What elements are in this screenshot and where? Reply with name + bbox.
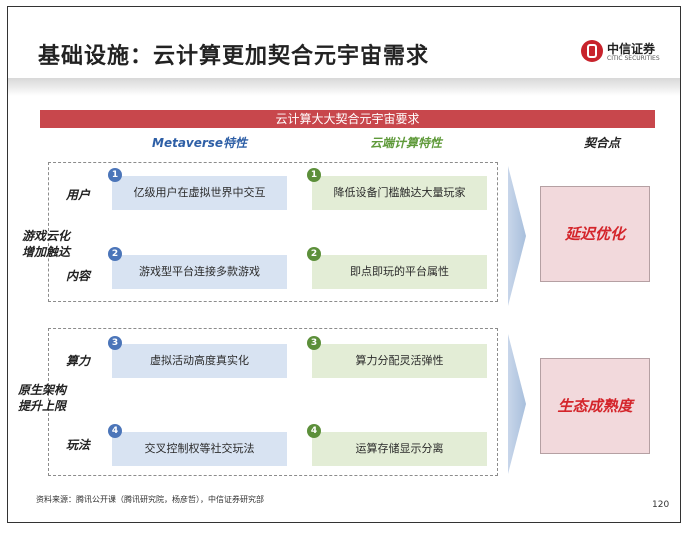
- cloud-cell-2: 即点即玩的平台属性: [312, 255, 487, 289]
- group-label-1-line2: 增加触达: [22, 245, 71, 259]
- title-divider: [8, 78, 680, 96]
- fit-result-ecosystem: 生态成熟度: [540, 358, 650, 454]
- source-note: 资料来源：腾讯公开课（腾讯研究院，杨彦哲），中信证券研究部: [36, 495, 264, 504]
- number-badge-cloud-4: 4: [307, 424, 321, 438]
- slide-title: 基础设施：云计算更加契合元宇宙需求: [38, 44, 430, 69]
- group-box-1: [48, 162, 498, 302]
- cloud-cell-4: 运算存储显示分离: [312, 432, 487, 466]
- row-label-gameplay: 玩法: [66, 438, 91, 452]
- citic-logo-icon: [581, 40, 603, 62]
- row-label-content: 内容: [66, 269, 91, 283]
- number-badge-meta-4: 4: [108, 424, 122, 438]
- metaverse-cell-4: 交叉控制权等社交玩法: [112, 432, 287, 466]
- group-label-1-line1: 游戏云化: [22, 229, 71, 243]
- group-label-1: 游戏云化 增加触达: [22, 228, 70, 260]
- group-label-2-line2: 提升上限: [18, 399, 67, 413]
- number-badge-meta-1: 1: [108, 168, 122, 182]
- column-header-metaverse: Metaverse特性: [152, 136, 248, 150]
- cloud-cell-1: 降低设备门槛触达大量玩家: [312, 176, 487, 210]
- metaverse-cell-2: 游戏型平台连接多款游戏: [112, 255, 287, 289]
- page-number: 120: [652, 500, 670, 510]
- group-box-2: [48, 328, 498, 476]
- cloud-cell-3: 算力分配灵活弹性: [312, 344, 487, 378]
- banner-header: 云计算大大契合元宇宙要求: [40, 110, 655, 128]
- logo-en-text: CITIC SECURITIES: [607, 55, 660, 62]
- column-header-fit: 契合点: [584, 136, 621, 150]
- row-label-user: 用户: [66, 188, 91, 202]
- group-label-2: 原生架构 提升上限: [18, 382, 66, 414]
- number-badge-cloud-3: 3: [307, 336, 321, 350]
- logo-cn-text: 中信证券: [607, 42, 656, 56]
- column-header-cloud: 云端计算特性: [370, 136, 443, 150]
- metaverse-cell-1: 亿级用户在虚拟世界中交互: [112, 176, 287, 210]
- number-badge-meta-2: 2: [108, 247, 122, 261]
- row-label-compute: 算力: [66, 354, 91, 368]
- number-badge-cloud-2: 2: [307, 247, 321, 261]
- number-badge-meta-3: 3: [108, 336, 122, 350]
- fit-result-latency: 延迟优化: [540, 186, 650, 282]
- metaverse-cell-3: 虚拟活动高度真实化: [112, 344, 287, 378]
- citic-logo: 中信证券 CITIC SECURITIES: [581, 40, 671, 68]
- group-label-2-line1: 原生架构: [18, 383, 67, 397]
- number-badge-cloud-1: 1: [307, 168, 321, 182]
